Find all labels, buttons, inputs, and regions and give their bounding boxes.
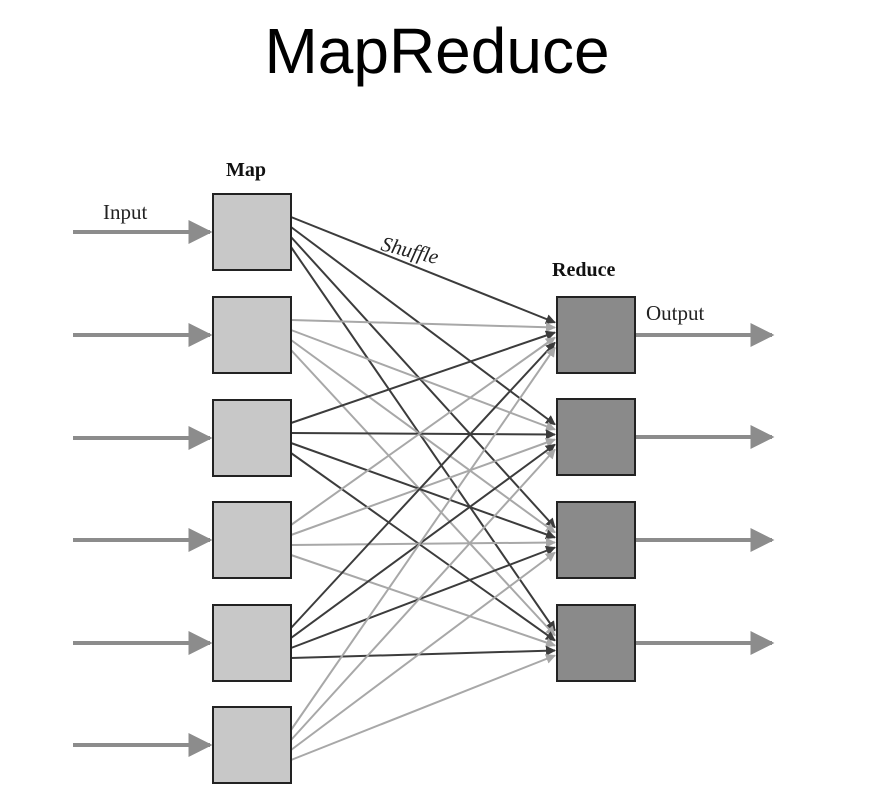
reduce-label: Reduce (552, 259, 615, 281)
reduce-node (556, 296, 636, 374)
map-nodes (212, 193, 292, 784)
shuffle-edge (290, 236, 556, 529)
shuffle-edge (290, 216, 556, 324)
shuffle-edge (290, 448, 556, 741)
shuffle-edge (290, 346, 556, 731)
shuffle-edge (290, 341, 556, 629)
shuffle-edge (290, 537, 556, 548)
shuffle-edge (290, 336, 556, 526)
map-node (212, 604, 292, 682)
input-arrows (73, 220, 213, 757)
shuffle-edge (290, 319, 556, 333)
map-label: Map (226, 159, 266, 181)
map-node (212, 193, 292, 271)
shuffle-edge (290, 645, 556, 659)
map-node (212, 501, 292, 579)
shuffle-edge (290, 349, 556, 637)
map-node (212, 296, 292, 374)
shuffle-edge (290, 246, 556, 632)
shuffle-edge (290, 654, 556, 761)
reduce-node (556, 604, 636, 682)
output-label: Output (646, 301, 705, 325)
shuffle-edge (290, 442, 556, 540)
reduce-nodes (556, 296, 636, 682)
shuffle-edge (290, 329, 556, 432)
input-label: Input (103, 200, 147, 224)
shuffle-edge (290, 339, 556, 534)
shuffle-edge (290, 330, 556, 424)
shuffle-edges (290, 216, 556, 761)
shuffle-label: Shuffle (379, 232, 441, 269)
shuffle-edge (290, 546, 556, 649)
shuffle-edge (290, 443, 556, 639)
shuffle-edge (290, 226, 556, 426)
shuffle-edge (290, 554, 556, 648)
page-title: MapReduce (264, 15, 610, 87)
reduce-node (556, 398, 636, 476)
shuffle-edge (290, 551, 556, 751)
shuffle-edge (290, 429, 556, 440)
map-node (212, 706, 292, 784)
shuffle-edge (290, 452, 556, 642)
reduce-node (556, 501, 636, 579)
map-node (212, 399, 292, 477)
output-arrows (635, 323, 775, 655)
shuffle-edge (290, 437, 556, 536)
